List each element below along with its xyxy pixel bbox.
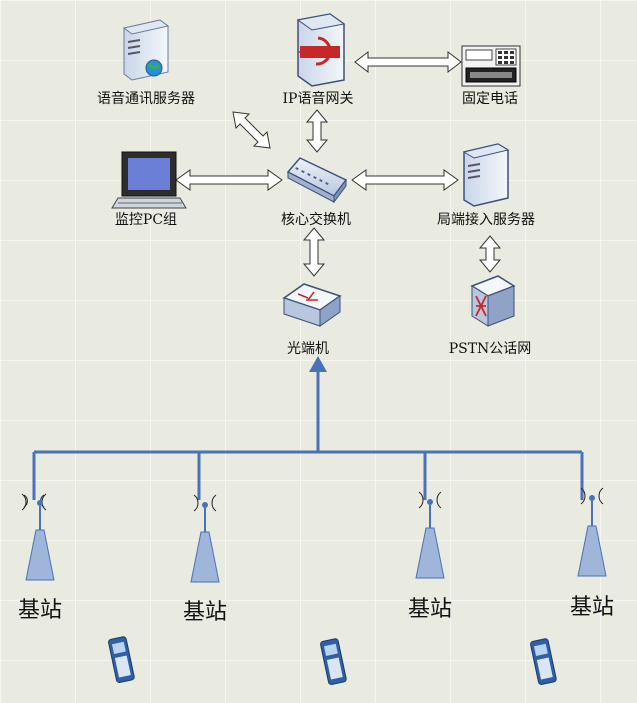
mobile-phone-icon-2 [320, 638, 347, 685]
base-station-label-3: 基站 [407, 597, 453, 622]
base-station-icon-3 [415, 491, 445, 579]
voice-server-label: 语音通讯服务器 [97, 91, 195, 107]
access-server-label: 局端接入服务器 [437, 212, 535, 228]
fixed-phone-label: 固定电话 [462, 91, 518, 107]
arrow-switch-accessserver [351, 169, 459, 191]
pstn-icon [470, 275, 516, 327]
base-station-label-4: 基站 [569, 595, 615, 620]
arrow-voiceserver-switch [232, 111, 271, 149]
gateway-icon [296, 13, 346, 87]
monitor-pc-label: 监控PC组 [114, 212, 178, 228]
core-switch-label: 核心交换机 [281, 212, 351, 228]
base-station-label-2: 基站 [182, 600, 228, 625]
mobile-phone-icon-1 [108, 636, 135, 683]
base-station-label-1: 基站 [17, 598, 63, 623]
base-station-bus [32, 372, 584, 500]
pstn-label: PSTN公话网 [448, 341, 532, 357]
access-server-icon [462, 143, 510, 207]
optical-terminal-icon [282, 283, 342, 327]
arrow-switch-optical [302, 227, 326, 277]
base-station-icon-1 [21, 493, 55, 581]
monitor-pc-icon [111, 151, 187, 209]
switch-icon [286, 157, 348, 204]
mobile-phone-icon-3 [530, 638, 557, 685]
base-station-icon-2 [190, 494, 220, 583]
voice-server-icon [122, 19, 170, 81]
arrow-gateway-phone [354, 50, 462, 74]
optical-terminal-label: 光端机 [287, 341, 329, 357]
uplink-arrowhead [309, 356, 327, 372]
arrow-gateway-switch [305, 109, 329, 153]
base-station-icon-4 [577, 487, 607, 577]
arrow-accessserver-pstn [478, 235, 502, 273]
arrow-pc-switch [175, 169, 283, 191]
phone-icon [461, 45, 521, 87]
ip-gateway-label: IP语音网关 [282, 91, 354, 107]
